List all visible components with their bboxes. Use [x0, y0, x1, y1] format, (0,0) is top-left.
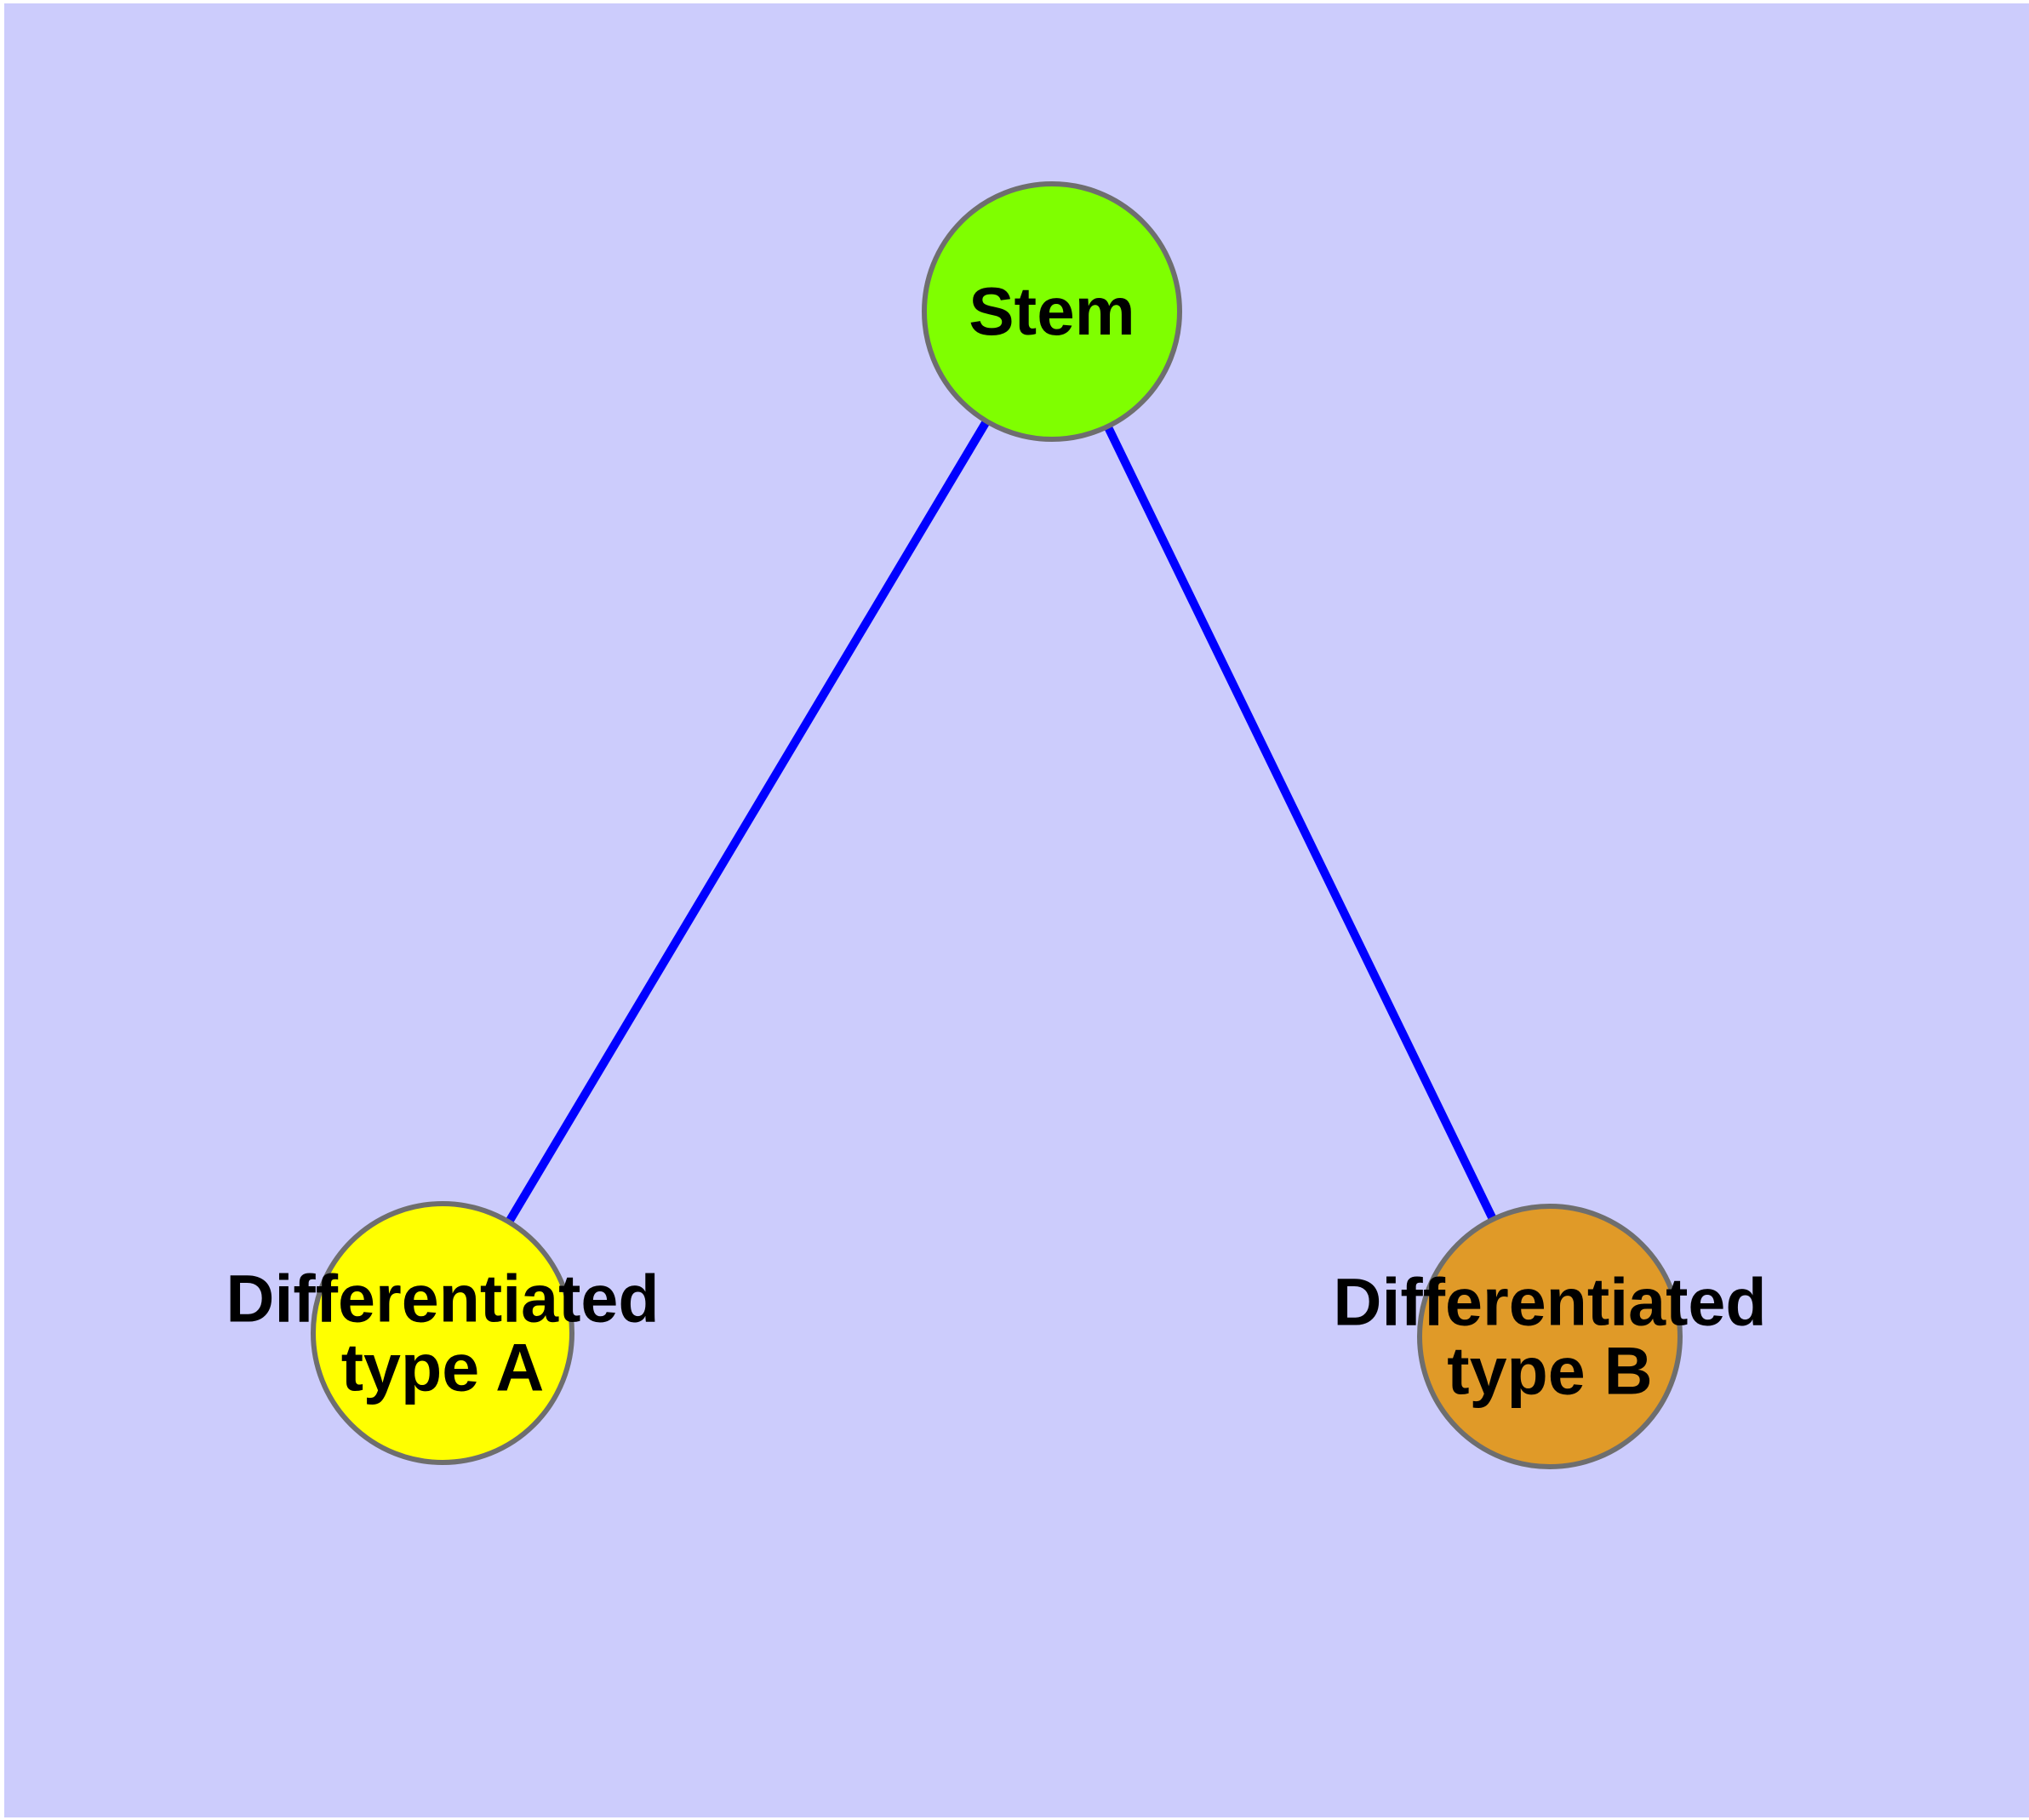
graph-node-diff_b[interactable] [1417, 1204, 1683, 1469]
graph-edge-stem-diff_b [1048, 309, 1554, 1339]
graph-node-stem[interactable] [922, 181, 1182, 442]
graph-node-diff_a[interactable] [311, 1201, 574, 1465]
graph-edge-stem-diff_a [438, 309, 1056, 1336]
nodes-layer [311, 181, 1683, 1469]
edges-layer [438, 309, 1554, 1339]
